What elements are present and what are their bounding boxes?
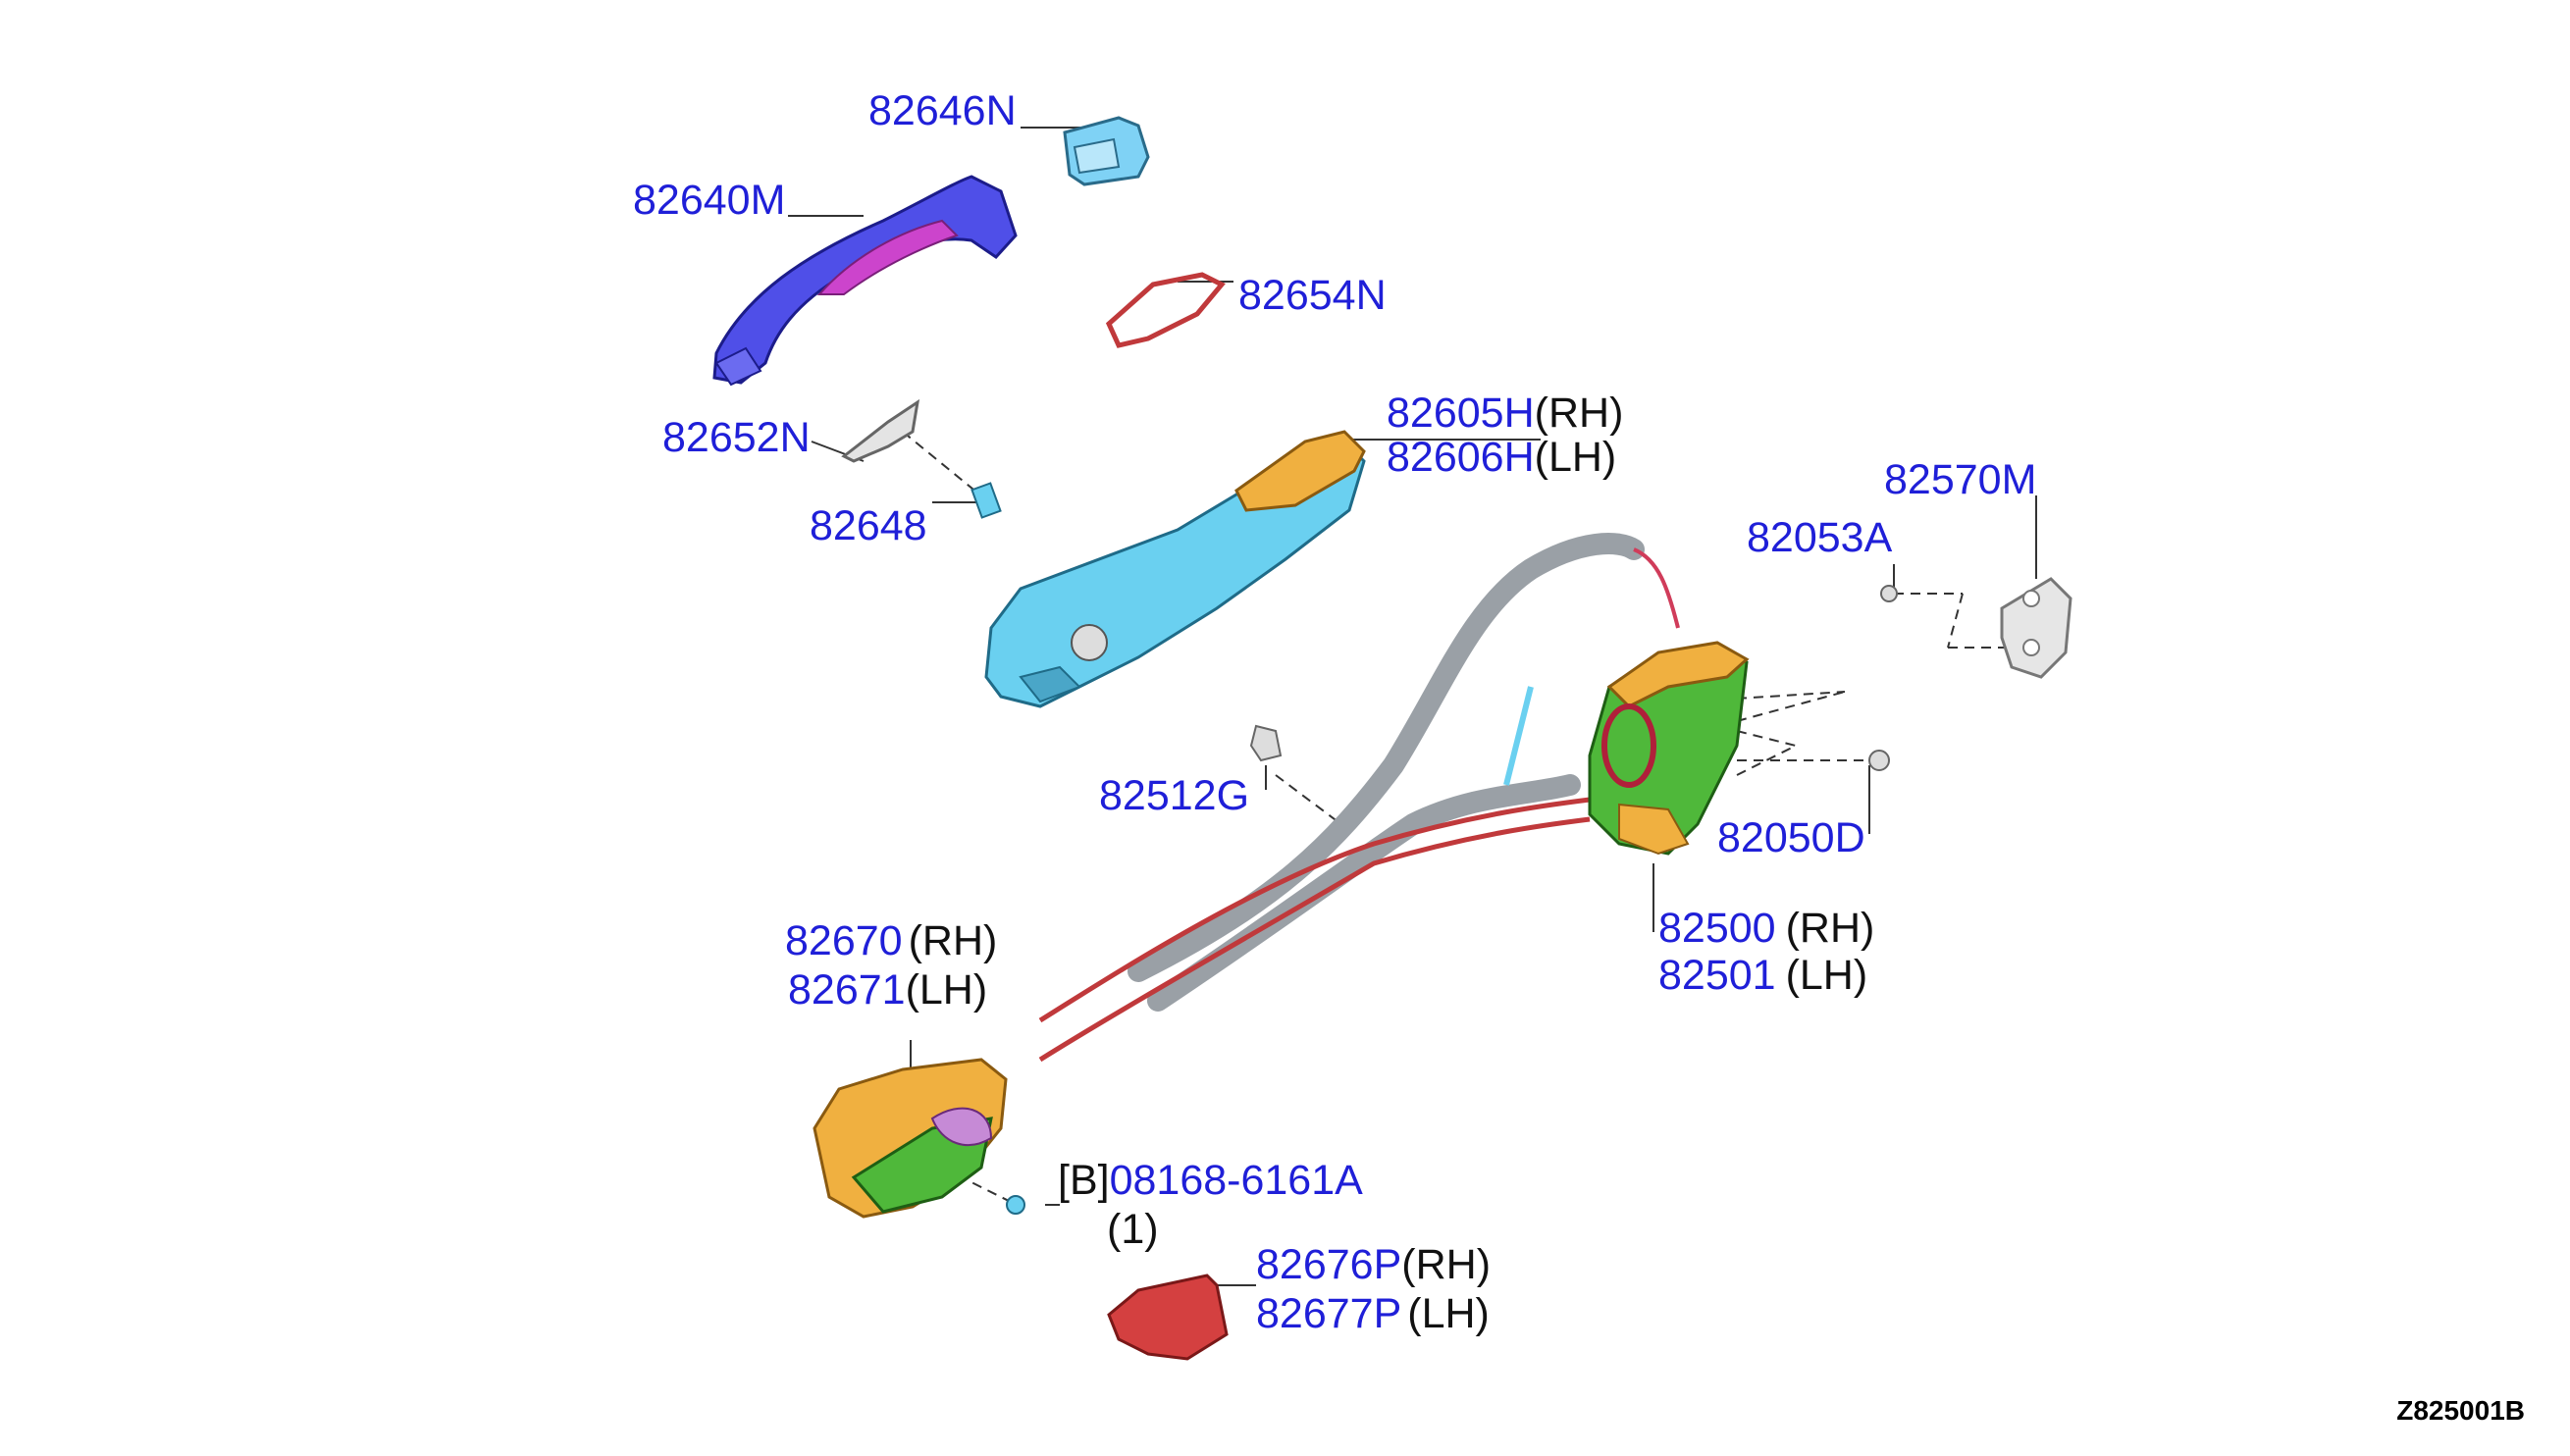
part-number[interactable]: 82606H: [1387, 434, 1535, 481]
part-number[interactable]: 82605H: [1387, 390, 1535, 437]
part-number[interactable]: 82646N: [868, 87, 1017, 134]
part-82053a-screw[interactable]: [1880, 585, 1898, 602]
part-82605h-frame[interactable]: [984, 430, 1366, 708]
part-number[interactable]: 82512G: [1099, 772, 1250, 819]
label-82501[interactable]: 82501(LH): [1658, 955, 1867, 997]
group-code: [B]: [1058, 1157, 1110, 1204]
label-82676p[interactable]: 82676P(RH): [1256, 1244, 1491, 1286]
label-82640m[interactable]: 82640M: [633, 180, 785, 222]
part-number[interactable]: 82677P: [1256, 1290, 1402, 1337]
label-82053a[interactable]: 82053A: [1747, 517, 1892, 559]
side-lh: (LH): [1534, 434, 1617, 481]
side-rh: (RH): [908, 917, 998, 964]
figure-id: Z825001B: [2396, 1395, 2525, 1426]
side-rh: (RH): [1785, 905, 1875, 952]
part-number[interactable]: 82050D: [1717, 814, 1865, 861]
label-08168-qty: (1): [1107, 1209, 1159, 1251]
part-82648-clip[interactable]: [970, 482, 1002, 519]
label-82570m[interactable]: 82570M: [1884, 459, 2036, 501]
part-82670-inside-handle[interactable]: [813, 1058, 1008, 1219]
part-number[interactable]: 82670: [785, 917, 903, 964]
label-08168-6161a[interactable]: [B]08168-6161A: [1058, 1160, 1363, 1202]
label-82646n[interactable]: 82646N: [868, 90, 1017, 132]
part-number[interactable]: 82501: [1658, 952, 1776, 999]
label-82654n[interactable]: 82654N: [1238, 275, 1387, 317]
part-number[interactable]: 82500: [1658, 905, 1776, 952]
label-82648[interactable]: 82648: [810, 505, 927, 547]
part-82652n-escutcheon[interactable]: [841, 398, 920, 463]
part-08168-bolt[interactable]: [1006, 1195, 1025, 1215]
label-82050d[interactable]: 82050D: [1717, 817, 1865, 859]
label-82606h[interactable]: 82606H(LH): [1387, 437, 1616, 479]
part-number[interactable]: 82676P: [1256, 1241, 1402, 1288]
side-lh: (LH): [1785, 952, 1868, 999]
part-number[interactable]: 82648: [810, 502, 927, 549]
label-82652n[interactable]: 82652N: [662, 417, 811, 459]
part-82646n-cap[interactable]: [1063, 116, 1150, 186]
part-82640m-outside-handle[interactable]: [712, 175, 1018, 387]
part-82654n-gasket[interactable]: [1105, 272, 1226, 348]
label-82670[interactable]: 82670(RH): [785, 920, 997, 962]
part-number[interactable]: 82654N: [1238, 272, 1387, 319]
label-82677p[interactable]: 82677P(LH): [1256, 1293, 1490, 1335]
side-lh: (LH): [1407, 1290, 1490, 1337]
part-number[interactable]: 82570M: [1884, 456, 2037, 503]
part-82670-cables: [1038, 533, 1680, 1063]
part-number[interactable]: 82671: [788, 966, 906, 1014]
part-number[interactable]: 82053A: [1747, 514, 1893, 561]
label-82512g[interactable]: 82512G: [1099, 775, 1249, 817]
part-82512g-clip[interactable]: [1249, 724, 1283, 762]
part-number[interactable]: 08168-6161A: [1109, 1157, 1363, 1204]
side-lh: (LH): [905, 966, 988, 1014]
side-rh: (RH): [1401, 1241, 1492, 1288]
part-number[interactable]: 82652N: [662, 414, 811, 461]
part-82050d-screw[interactable]: [1868, 750, 1890, 771]
part-82500-lock-actuator[interactable]: [1588, 641, 1750, 856]
part-number[interactable]: 82640M: [633, 177, 786, 224]
side-rh: (RH): [1534, 390, 1624, 437]
part-82676p-escutcheon[interactable]: [1107, 1274, 1229, 1361]
quantity: (1): [1107, 1206, 1159, 1253]
label-82671[interactable]: 82671(LH): [788, 969, 987, 1012]
part-82570m-striker[interactable]: [2000, 577, 2072, 679]
label-82500[interactable]: 82500(RH): [1658, 908, 1874, 950]
label-82605h[interactable]: 82605H(RH): [1387, 392, 1623, 435]
